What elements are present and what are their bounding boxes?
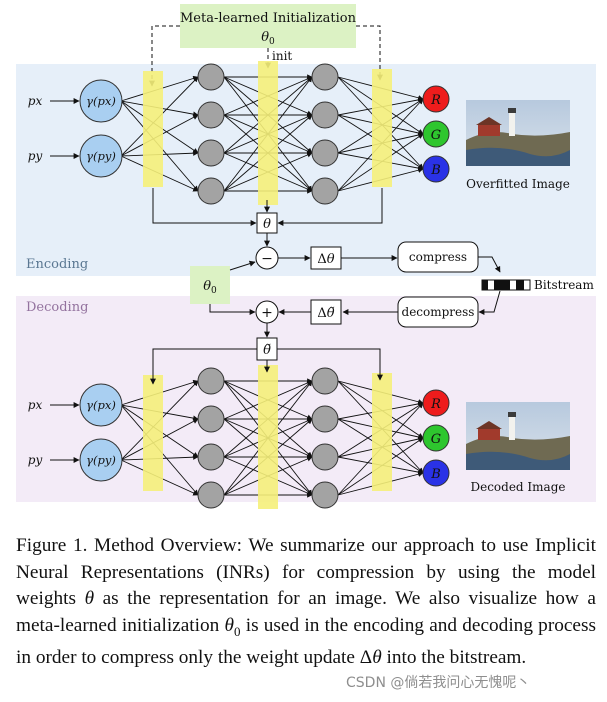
decoding-hidden-node-l1-n2 — [197, 405, 225, 433]
encoding-output-label-b: B — [430, 163, 441, 178]
encoding-weight-highlight-2 — [258, 61, 278, 205]
decoding-hidden-node-l1-n4 — [197, 481, 225, 509]
encoding-weight-highlight-3 — [372, 69, 392, 187]
overfitted-image-label: Overfitted Image — [466, 177, 570, 191]
decoded-image — [466, 402, 570, 470]
decoding-output-label-b: B — [430, 467, 441, 482]
decoding-weight-highlight-3 — [372, 373, 392, 491]
encoding-gamma-label-py: γ(py) — [86, 149, 116, 163]
minus-symbol: − — [261, 251, 273, 267]
decoding-gamma-label-py: γ(py) — [86, 453, 116, 467]
decoding-weight-highlight-2 — [258, 365, 278, 509]
decompress-label: decompress — [402, 305, 475, 319]
encoding-hidden-node-l2-n3 — [311, 139, 339, 167]
theta0-box — [190, 266, 230, 304]
encoding-input-label-px: px — [28, 94, 43, 108]
delta-theta-tilde-box — [310, 299, 342, 325]
meta-init-title: Meta-learned Initialization — [180, 11, 357, 26]
encoding-output-node-b — [422, 155, 450, 183]
meta-init-dashed-left — [149, 25, 180, 87]
decoding-hidden-node-l1-n1 — [197, 367, 225, 395]
figure-caption: Figure 1. Method Overview: We summarize … — [16, 533, 596, 671]
decoding-input-label-py: py — [28, 453, 43, 467]
encoding-hidden-node-l2-n2 — [311, 101, 339, 129]
init-label: init — [272, 49, 292, 63]
encoding-hidden-node-l2-n1 — [311, 63, 339, 91]
decoding-output-label-g: G — [431, 432, 441, 447]
bitstream-bar — [481, 279, 531, 291]
delta-theta-tilde-label: Δθ̃ — [317, 306, 334, 321]
encoding-output-node-r — [422, 85, 450, 113]
caption-prefix: Figure 1. Method Overview: We summarize … — [16, 535, 596, 609]
encoding-gamma-label-px: γ(px) — [86, 94, 116, 108]
decoding-weight-highlight-1 — [143, 375, 163, 491]
encoding-output-node-g — [422, 120, 450, 148]
decoding-network: px γ(px) py γ(py) R G B — [28, 348, 450, 509]
encoding-hidden-node-l1-n3 — [197, 139, 225, 167]
theta0-to-minus-arrow — [229, 260, 256, 271]
plus-symbol: + — [261, 305, 273, 321]
enc-weights-to-theta-left — [152, 188, 257, 226]
compress-label: compress — [409, 250, 467, 264]
theta-label: θ — [263, 217, 271, 232]
decoding-output-node-r — [422, 389, 450, 417]
meta-init-dashed-right — [356, 25, 383, 81]
delta-theta-label: Δθ — [317, 252, 334, 267]
bitstream-to-decompress-arrow — [478, 290, 501, 315]
caption-theta0: θ0 — [224, 614, 241, 639]
encoding-output-label-g: G — [431, 128, 441, 143]
encoding-hidden-node-l1-n2 — [197, 101, 225, 129]
decoding-output-node-b — [422, 459, 450, 487]
caption-suffix: into the bitstream. — [381, 646, 527, 668]
overfitted-image — [466, 100, 570, 166]
decoding-gamma-node-py — [79, 438, 123, 482]
caption-mid1: as the representation for an image. We a… — [16, 588, 596, 636]
decoding-output-node-g — [422, 424, 450, 452]
decoding-hidden-node-l2-n4 — [311, 481, 339, 509]
theta0-to-plus-arrow — [209, 304, 256, 315]
decoding-input-label-px: px — [28, 398, 43, 412]
decoding-hidden-node-l1-n3 — [197, 443, 225, 471]
encoding-gamma-node-px — [79, 79, 123, 123]
encoding-hidden-node-l1-n1 — [197, 63, 225, 91]
caption-theta: θ — [84, 588, 95, 609]
enc-weights-to-theta-right — [277, 188, 383, 226]
encoding-label: Encoding — [26, 257, 88, 272]
encoding-weight-highlight-1 — [143, 71, 163, 187]
csdn-watermark: CSDN @倘若我问心无愧呢丶 — [346, 675, 531, 691]
decoding-hidden-node-l2-n3 — [311, 443, 339, 471]
decoding-label: Decoding — [26, 300, 88, 315]
encoding-hidden-node-l2-n4 — [311, 177, 339, 205]
compress-to-bitstream-arrow — [478, 256, 501, 273]
caption-mid2: is used in the encoding and decoding pro… — [16, 614, 596, 668]
decoding-hidden-node-l2-n1 — [311, 367, 339, 395]
decoding-output-label-r: R — [430, 397, 441, 412]
theta-tilde-to-dec-right — [277, 348, 383, 381]
encoding-output-label-r: R — [430, 93, 441, 108]
caption-delta: Δθ — [359, 646, 382, 668]
meta-init-box — [180, 4, 356, 48]
encoding-input-label-py: py — [28, 149, 43, 163]
decoding-hidden-node-l2-n2 — [311, 405, 339, 433]
encoding-network: px γ(px) py γ(py) R G B — [28, 61, 450, 226]
decoding-gamma-node-px — [79, 383, 123, 427]
encoding-gamma-node-py — [79, 134, 123, 178]
theta-tilde-box — [256, 337, 278, 361]
decoded-image-label: Decoded Image — [470, 480, 565, 494]
theta-tilde-to-dec-left — [150, 348, 257, 385]
encoding-hidden-node-l1-n4 — [197, 177, 225, 205]
theta-tilde-label: θ̃ — [263, 343, 271, 358]
bitstream-label: Bitstream — [534, 278, 594, 292]
method-overview-figure: Encoding Decoding Meta-learned Initializ… — [16, 4, 596, 509]
decoding-gamma-label-px: γ(px) — [86, 398, 116, 412]
